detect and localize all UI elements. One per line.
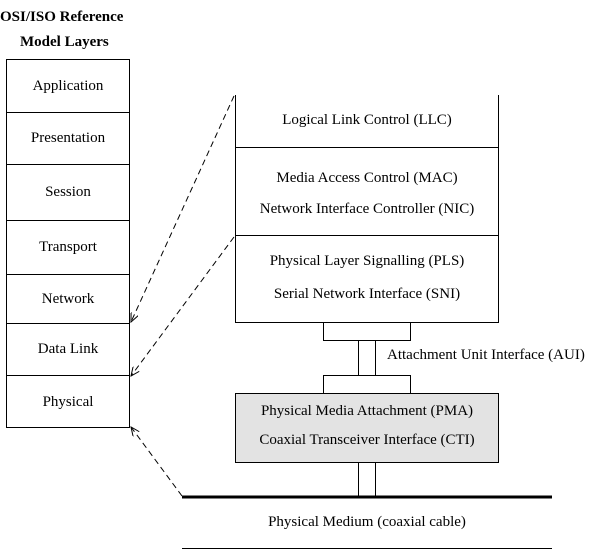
arrow-to-physical bbox=[131, 427, 183, 497]
osi-layer-transport: Transport bbox=[7, 221, 129, 275]
pma-box bbox=[235, 393, 499, 463]
llc-label: Logical Link Control (LLC) bbox=[282, 112, 452, 128]
arrow-to-network bbox=[131, 95, 235, 322]
mac-box bbox=[235, 147, 499, 236]
pma-label: Physical Media Attachment (PMA) bbox=[260, 403, 474, 419]
osi-layer-data-link: Data Link bbox=[7, 324, 129, 376]
osi-title-line1: OSI/ISO Reference bbox=[0, 9, 124, 25]
aui-connector-bottom bbox=[323, 375, 411, 394]
mac-label: Media Access Control (MAC) bbox=[276, 170, 458, 186]
osi-title-line2: Model Layers bbox=[20, 34, 109, 50]
cti-label: Coaxial Transceiver Interface (CTI) bbox=[259, 432, 475, 448]
aui-label: Attachment Unit Interface (AUI) bbox=[387, 347, 585, 363]
aui-connector-top bbox=[323, 322, 411, 341]
osi-layer-stack: Application Presentation Session Transpo… bbox=[6, 59, 130, 428]
pls-box bbox=[235, 235, 499, 323]
physical-medium-label: Physical Medium (coaxial cable) bbox=[268, 514, 466, 530]
osi-layer-network: Network bbox=[7, 275, 129, 324]
osi-layer-physical: Physical bbox=[42, 394, 94, 410]
nic-label: Network Interface Controller (NIC) bbox=[259, 201, 475, 217]
osi-layer-application: Application bbox=[7, 60, 129, 113]
osi-layer-presentation: Presentation bbox=[7, 113, 129, 165]
arrow-to-data-link bbox=[131, 236, 235, 376]
osi-layer-session: Session bbox=[7, 165, 129, 221]
pls-label: Physical Layer Signalling (PLS) bbox=[269, 253, 465, 269]
sni-label: Serial Network Interface (SNI) bbox=[273, 286, 461, 302]
